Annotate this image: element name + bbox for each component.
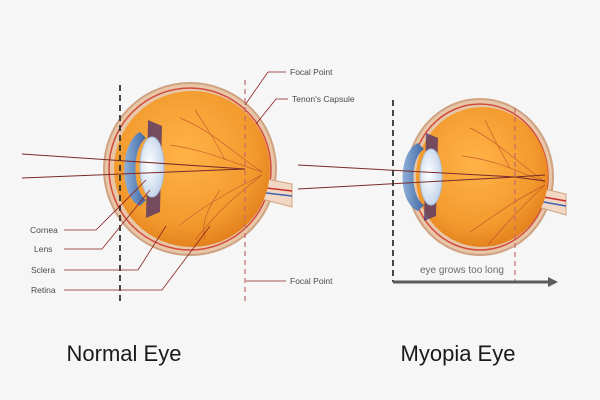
normal-ray-top xyxy=(21,153,246,170)
myopia-eye-caption: Myopia Eye xyxy=(401,341,516,366)
myopia-ray-bottom-cont xyxy=(514,174,546,178)
tenon-leader xyxy=(255,98,288,125)
normal-vessels xyxy=(169,109,263,241)
sclera-leader xyxy=(64,225,167,271)
retina-leader xyxy=(64,225,211,291)
normal-lens xyxy=(139,136,165,198)
myopia-cornea xyxy=(402,143,424,211)
lens-leader xyxy=(64,189,151,250)
normal-ray-bottom xyxy=(21,168,246,179)
normal-eye xyxy=(21,80,293,302)
myopia-ray-bottom xyxy=(297,176,516,190)
myopia-ray-top xyxy=(297,164,516,178)
normal-eye-caption: Normal Eye xyxy=(67,341,182,366)
label-focal-point-top: Focal Point xyxy=(290,67,333,77)
label-cornea: Cornea xyxy=(30,225,58,235)
normal-cornea xyxy=(124,132,146,206)
myopia-lens xyxy=(419,148,443,206)
label-focal-point-bottom: Focal Point xyxy=(290,276,333,286)
cornea-leader xyxy=(64,179,147,231)
myopia-ray-top-cont xyxy=(514,176,546,182)
normal-choroid-line xyxy=(108,87,272,251)
normal-eyeball xyxy=(114,91,270,247)
label-lens: Lens xyxy=(34,244,52,254)
leader-lines xyxy=(64,71,288,291)
myopia-eye: eye grows too long xyxy=(297,98,567,287)
label-retina: Retina xyxy=(31,285,56,295)
growth-note: eye grows too long xyxy=(420,265,504,276)
label-sclera: Sclera xyxy=(31,265,55,275)
label-tenons-capsule: Tenon's Capsule xyxy=(292,94,355,104)
focal-top-leader xyxy=(244,71,286,106)
normal-eye-labels: Cornea Lens Sclera Retina Focal Point Te… xyxy=(30,67,355,295)
